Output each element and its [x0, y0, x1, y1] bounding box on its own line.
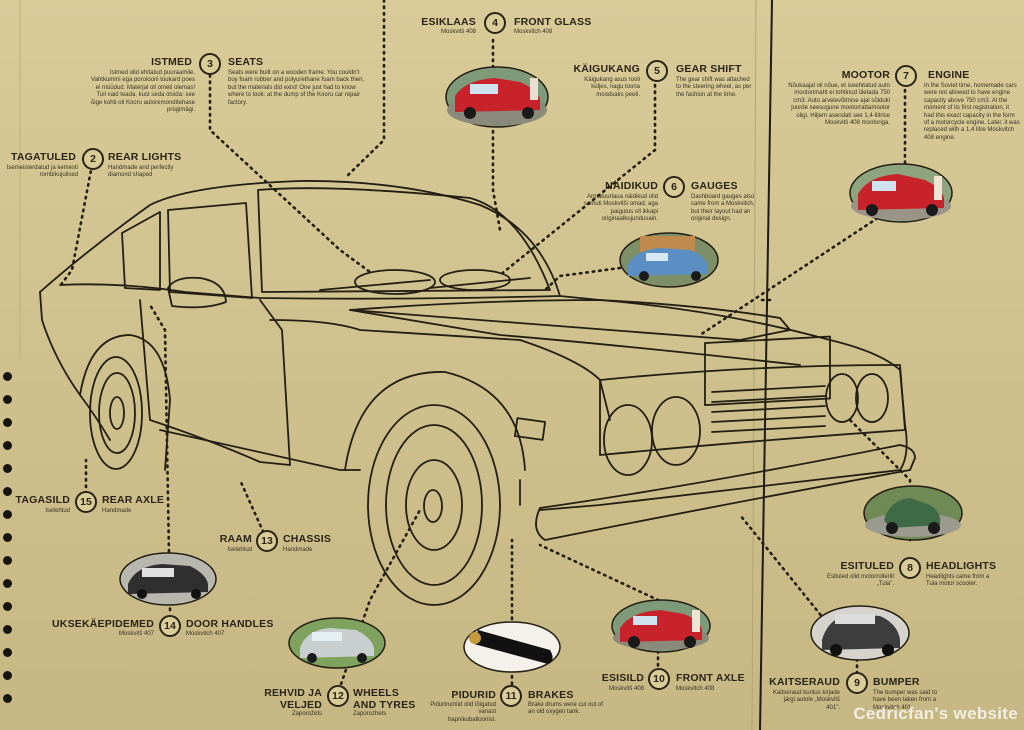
- label-en-5: GEAR SHIFT: [676, 63, 742, 75]
- label-en-2: REAR LIGHTS: [108, 151, 182, 163]
- binder-hole: [3, 487, 12, 496]
- desc-ee-7: Nõukaajal oli nõue, et iseehitatud auto …: [788, 83, 890, 127]
- desc-ee-9: Kaitseraud kunlus kirjade järgi autole „…: [772, 690, 840, 711]
- desc-ee-5: Käigukang asus rooli küljes, nagu toona …: [584, 77, 640, 98]
- label-ee-13: RAAM: [219, 533, 252, 545]
- desc-ee-11: Pidurtrumlid olid lõigatud vanast hapnik…: [430, 702, 496, 723]
- label-ee-9: KAITSERAUD: [769, 676, 840, 688]
- desc-en-7: In the Soviet time, homemade cars were n…: [924, 83, 1020, 141]
- binder-hole: [3, 533, 12, 542]
- number-badge-13: 13: [256, 530, 278, 552]
- number-badge-9: 9: [846, 672, 868, 694]
- desc-en-12: Zaporozhets: [353, 711, 387, 717]
- label-ee-3: ISTMED: [151, 56, 192, 68]
- desc-ee-14: Moskvitš 407: [118, 631, 154, 637]
- label-en-15: REAR AXLE: [102, 494, 165, 506]
- desc-en-2: Handmade and perfectly diamond shaped: [108, 165, 174, 179]
- desc-ee-15: Isetehtud: [45, 508, 70, 514]
- label-en-11: BRAKES: [528, 689, 574, 701]
- binder-hole: [3, 372, 12, 381]
- binder-hole: [3, 648, 12, 657]
- label-ee-14: UKSEKÄEPIDEMED: [52, 618, 154, 630]
- number-badge-7: 7: [895, 65, 917, 87]
- label-en-13: CHASSIS: [283, 533, 332, 545]
- website-watermark: Cedricfan's website: [853, 704, 1018, 723]
- binder-hole: [3, 441, 12, 450]
- photo-front-glass: [445, 66, 549, 128]
- binder-hole: [3, 510, 12, 519]
- label-en-10: FRONT AXLE: [676, 672, 745, 684]
- photo-front-axle: [611, 599, 711, 653]
- desc-en-8: Headlights came from a Tula motor scoote…: [926, 574, 990, 588]
- desc-en-10: Moskvitch 408: [676, 686, 715, 692]
- number-badge-2: 2: [82, 148, 104, 170]
- label-en-6: GAUGES: [691, 180, 738, 192]
- label-en-8: HEADLIGHTS: [926, 560, 997, 572]
- photo-door-handles: [119, 552, 217, 606]
- number-badge-4: 4: [484, 12, 506, 34]
- desc-ee-6: Armatuurlaua näidikud olid samuti Moskvi…: [583, 194, 658, 223]
- binder-hole: [3, 671, 12, 680]
- desc-en-9: The bumper was said to have been taken f…: [873, 690, 938, 711]
- photo-headlights: [863, 485, 963, 541]
- desc-ee-13: Isetehtud: [227, 547, 252, 553]
- desc-en-11: Brake drums were cut out of an old oxyge…: [528, 702, 604, 716]
- number-badge-12: 12: [327, 685, 349, 707]
- binder-hole: [3, 418, 12, 427]
- number-badge-5: 5: [646, 60, 668, 82]
- number-badge-10: 10: [648, 668, 670, 690]
- desc-en-6: Dashboard gauges also came from a Moskvi…: [691, 194, 755, 223]
- binder-hole: [3, 625, 12, 634]
- desc-ee-2: Isemeisterdatud ja kemesti rombikujulise…: [6, 165, 78, 179]
- desc-ee-12: Zaporožets: [291, 711, 322, 717]
- binder-hole: [3, 694, 12, 703]
- label-ee-2: TAGATULED: [11, 151, 76, 163]
- number-badge-15: 15: [75, 491, 97, 513]
- desc-en-3: Seats were built on a wooden frame. You …: [228, 70, 365, 106]
- label-en-7: ENGINE: [928, 69, 970, 81]
- binder-hole: [3, 579, 12, 588]
- desc-ee-10: Moskvitš 408: [608, 686, 644, 692]
- desc-en-4: Moskvitch 408: [514, 29, 553, 35]
- label-en-12: WHEELS AND TYRES: [353, 687, 416, 711]
- label-en-14: DOOR HANDLES: [186, 618, 274, 630]
- desc-en-15: Handmade: [102, 508, 132, 514]
- binder-hole: [3, 464, 12, 473]
- label-en-9: BUMPER: [873, 676, 920, 688]
- label-ee-10: ESISILD: [601, 672, 644, 684]
- binder-hole: [3, 395, 12, 404]
- number-badge-14: 14: [159, 615, 181, 637]
- label-ee-11: PIDURID: [451, 689, 496, 701]
- binder-hole: [3, 556, 12, 565]
- desc-en-13: Handmade: [283, 547, 313, 553]
- binder-hole: [3, 602, 12, 611]
- photo-bumper: [810, 605, 910, 661]
- desc-ee-8: Esituled olid motorrollerilt „Tula".: [826, 574, 894, 588]
- label-ee-7: MOOTOR: [841, 69, 890, 81]
- desc-en-5: The gear shift was attached to the steer…: [676, 77, 752, 98]
- number-badge-3: 3: [199, 53, 221, 75]
- number-badge-8: 8: [899, 557, 921, 579]
- desc-ee-3: Istmed olid ehitatud puuraamile. Vahtkum…: [90, 70, 195, 114]
- label-en-4: FRONT GLASS: [514, 16, 592, 28]
- photo-wheels-and-tyres: [288, 617, 386, 669]
- label-ee-5: KÄIGUKANG: [573, 63, 640, 75]
- desc-ee-4: Moskvitš 408: [440, 29, 476, 35]
- number-badge-6: 6: [663, 176, 685, 198]
- number-badge-11: 11: [500, 685, 522, 707]
- label-ee-15: TAGASILD: [15, 494, 70, 506]
- label-ee-6: NÄIDIKUD: [605, 180, 658, 192]
- photo-gauges: [619, 232, 719, 288]
- label-ee-12: REHVID JA VELJED: [264, 687, 322, 711]
- label-en-3: SEATS: [228, 56, 264, 68]
- label-ee-8: ESITULED: [840, 560, 894, 572]
- label-ee-4: ESIKLAAS: [421, 16, 476, 28]
- photo-brakes: [463, 621, 561, 673]
- desc-en-14: Moskvitch 407: [186, 631, 225, 637]
- photo-engine: [849, 163, 953, 223]
